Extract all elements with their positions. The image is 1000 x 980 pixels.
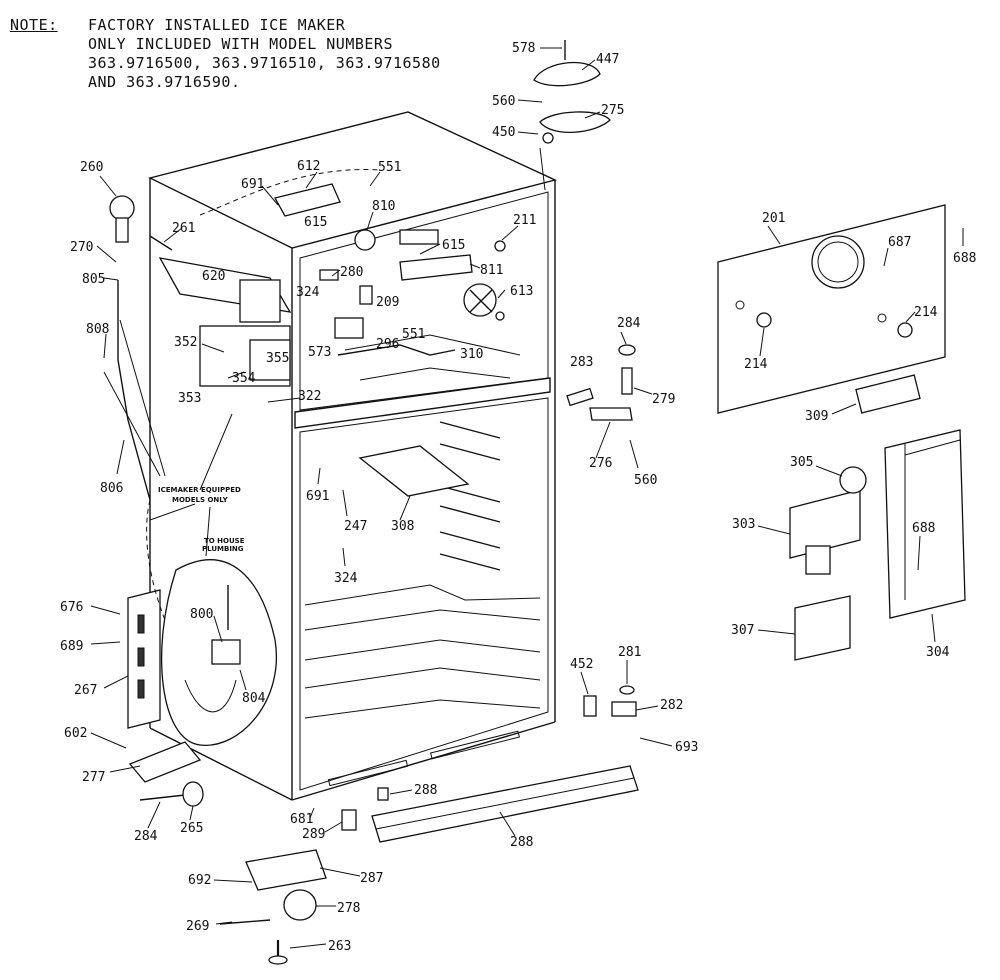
part-label-247: 247: [344, 519, 367, 534]
part-label-551: 551: [378, 160, 401, 175]
part-label-811: 811: [480, 263, 503, 278]
part-label-324-b: 324: [334, 571, 358, 586]
part-label-691: 691: [241, 177, 264, 192]
part-label-688-b: 688: [912, 521, 935, 536]
part-label-620: 620: [202, 269, 225, 284]
part-label-602: 602: [64, 726, 87, 741]
refrigerator-cabinet: [127, 111, 558, 801]
part-label-452: 452: [570, 657, 593, 672]
part-label-689: 689: [60, 639, 83, 654]
part-label-279: 279: [652, 392, 675, 407]
part-label-324: 324: [296, 285, 320, 300]
part-label-560: 560: [492, 94, 515, 109]
part-label-296: 296: [376, 337, 399, 352]
part-label-284: 284: [617, 316, 641, 331]
plumbing-callout-line2: PLUMBING: [202, 545, 244, 553]
part-label-691-b: 691: [306, 489, 329, 504]
part-label-352: 352: [174, 335, 197, 350]
part-label-354: 354: [232, 371, 256, 386]
part-label-214-b: 214: [914, 305, 938, 320]
part-label-308: 308: [391, 519, 414, 534]
part-label-810: 810: [372, 199, 395, 214]
note-line-4: AND 363.9716590.: [88, 73, 241, 91]
leader-lines: [90, 47, 964, 949]
part-label-276: 276: [589, 456, 612, 471]
note-text: FACTORY INSTALLED ICE MAKER ONLY INCLUDE…: [88, 16, 441, 92]
part-label-612: 612: [297, 159, 320, 174]
part-label-615: 615: [304, 215, 327, 230]
part-label-310: 310: [460, 347, 483, 362]
part-label-676: 676: [60, 600, 83, 615]
part-label-304: 304: [926, 645, 950, 660]
right-side-parts: [566, 344, 637, 717]
part-label-573: 573: [308, 345, 331, 360]
part-label-260: 260: [80, 160, 103, 175]
part-label-269: 269: [186, 919, 209, 934]
icemaker-callout-line2: MODELS ONLY: [172, 496, 229, 504]
part-label-288-b: 288: [510, 835, 533, 850]
part-label-613: 613: [510, 284, 533, 299]
part-label-278: 278: [337, 901, 360, 916]
part-label-211: 211: [513, 213, 536, 228]
part-label-693: 693: [675, 740, 698, 755]
part-label-681: 681: [290, 812, 313, 827]
part-label-283: 283: [570, 355, 593, 370]
part-label-692: 692: [188, 873, 211, 888]
part-label-303: 303: [732, 517, 755, 532]
icemaker-callout-line1: ICEMAKER EQUIPPED: [158, 486, 241, 494]
part-label-209: 209: [376, 295, 399, 310]
part-label-355: 355: [266, 351, 289, 366]
plumbing-callout-line1: TO HOUSE: [204, 537, 245, 545]
part-label-261: 261: [172, 221, 195, 236]
part-label-447: 447: [596, 52, 619, 67]
rear-panel-group: [717, 204, 966, 661]
part-label-267: 267: [74, 683, 97, 698]
part-label-305: 305: [790, 455, 813, 470]
part-label-808: 808: [86, 322, 109, 337]
part-label-806: 806: [100, 481, 123, 496]
part-label-275: 275: [601, 103, 624, 118]
part-label-277: 277: [82, 770, 105, 785]
part-label-450: 450: [492, 125, 515, 140]
part-label-353: 353: [178, 391, 201, 406]
note-label: NOTE:: [10, 16, 58, 34]
part-label-281: 281: [618, 645, 641, 660]
note-line-1: FACTORY INSTALLED ICE MAKER: [88, 16, 346, 34]
part-label-201: 201: [762, 211, 785, 226]
part-label-280: 280: [340, 265, 363, 280]
part-label-282: 282: [660, 698, 683, 713]
part-label-688: 688: [953, 251, 976, 266]
note-line-3: 363.9716500, 363.9716510, 363.9716580: [88, 54, 441, 72]
part-label-560-b: 560: [634, 473, 657, 488]
part-label-578: 578: [512, 41, 535, 56]
bottom-parts: [128, 741, 639, 965]
part-label-322: 322: [298, 389, 321, 404]
note-line-2: ONLY INCLUDED WITH MODEL NUMBERS: [88, 35, 393, 53]
part-label-284-b: 284: [134, 829, 158, 844]
part-label-615-b: 615: [442, 238, 465, 253]
freezer-controls: [274, 183, 506, 356]
part-label-265: 265: [180, 821, 203, 836]
part-label-270: 270: [70, 240, 93, 255]
part-labels: 578 447 560 275 450 260 612 551 691 810 …: [60, 41, 976, 954]
part-label-805: 805: [82, 272, 105, 287]
part-label-309: 309: [805, 409, 828, 424]
icemaker-assembly: [109, 147, 546, 746]
part-label-287: 287: [360, 871, 383, 886]
part-label-804: 804: [242, 691, 266, 706]
part-label-551-b: 551: [402, 327, 425, 342]
part-label-263: 263: [328, 939, 351, 954]
part-label-687: 687: [888, 235, 911, 250]
part-label-307: 307: [731, 623, 754, 638]
part-label-800: 800: [190, 607, 213, 622]
part-label-289: 289: [302, 827, 325, 842]
part-label-288: 288: [414, 783, 437, 798]
part-label-214: 214: [744, 357, 768, 372]
